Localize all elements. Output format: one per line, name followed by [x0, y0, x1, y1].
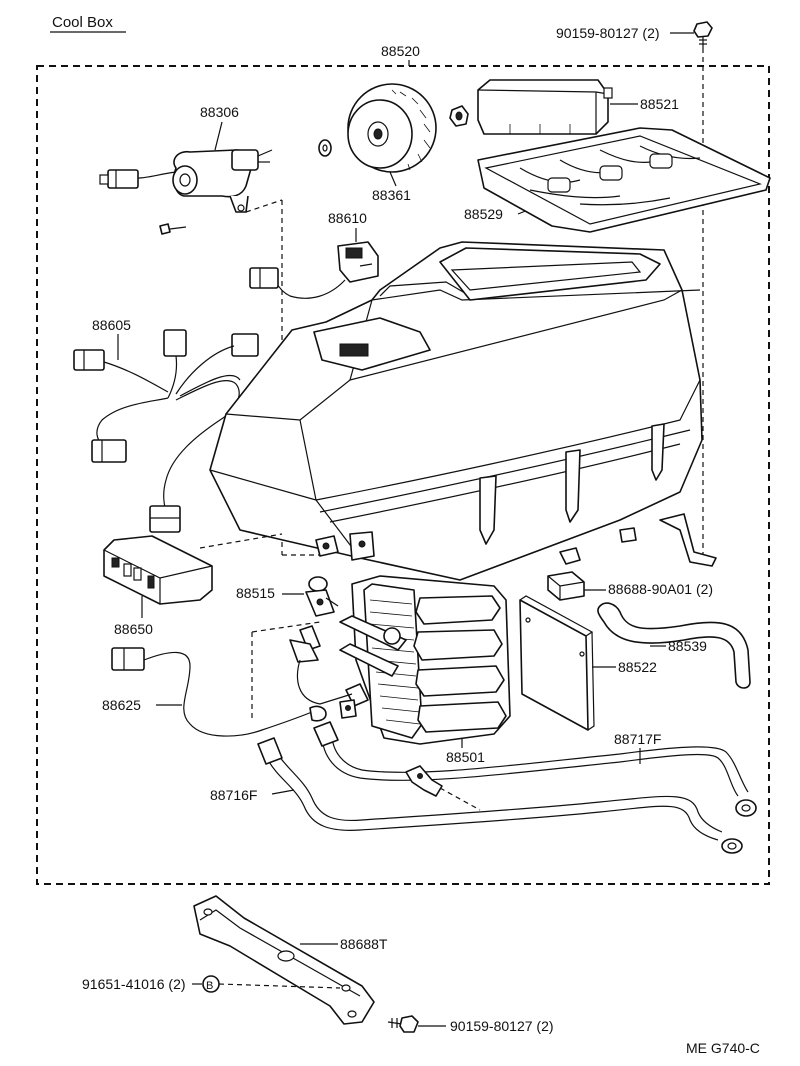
label-91651: 91651-41016 (2) — [82, 976, 186, 992]
pipe-fitting-icon — [339, 699, 357, 719]
guide-line-88306-a — [245, 199, 283, 213]
refrigerant-pipe-88716F — [257, 737, 743, 854]
label-88688-90A01: 88688-90A01 (2) — [608, 581, 713, 597]
screw-icon-bottom — [387, 1015, 419, 1033]
amplifier-88650 — [103, 535, 213, 605]
leader-88716F — [271, 789, 295, 795]
blower-fan-88361 — [347, 83, 437, 173]
label-88515: 88515 — [236, 585, 275, 601]
expansion-valve-88515 — [289, 576, 339, 663]
screw-icon-top — [693, 21, 713, 48]
label-88361: 88361 — [372, 187, 411, 203]
pipe-clamp-icon — [405, 765, 443, 797]
label-88688T: 88688T — [340, 936, 388, 952]
switch-88610 — [249, 241, 379, 299]
filter-tray-88529 — [477, 127, 771, 233]
refrigerant-pipe-88717F — [313, 721, 757, 817]
drain-hose-88539 — [597, 602, 751, 689]
bracket-88688T — [193, 895, 375, 1025]
guide-line-91651 — [218, 983, 341, 989]
label-90159-bottom: 90159-80127 (2) — [450, 1018, 554, 1034]
control-unit-88521 — [477, 79, 613, 135]
label-88650: 88650 — [114, 621, 153, 637]
guide-line-clamp — [439, 787, 481, 811]
cover-plate-88522 — [519, 595, 595, 731]
label-88717F: 88717F — [614, 731, 661, 747]
leader-88306 — [214, 121, 223, 151]
label-88501: 88501 — [446, 749, 485, 765]
leader-88361 — [389, 171, 397, 187]
label-88522: 88522 — [618, 659, 657, 675]
label-90159-top: 90159-80127 (2) — [556, 25, 660, 41]
marker-b-label: B — [206, 980, 213, 992]
wire-harness-88605 — [73, 329, 259, 533]
assembly-frame — [36, 65, 770, 885]
label-88539: 88539 — [668, 638, 707, 654]
clip-88688-90A01 — [547, 571, 585, 601]
label-88625: 88625 — [102, 697, 141, 713]
evaporator-core-88501 — [296, 575, 511, 745]
guide-line-88625-a — [251, 621, 321, 633]
diagram-code: ME G740-C — [686, 1040, 760, 1056]
cool-box-housing — [209, 241, 717, 581]
nut-icon — [449, 105, 469, 127]
label-88716F: 88716F — [210, 787, 257, 803]
washer-icon — [318, 139, 332, 157]
diagram-title: Cool Box — [52, 14, 113, 31]
small-screw-icon — [159, 223, 187, 235]
thermistor-wire-88625 — [111, 647, 327, 737]
label-88605: 88605 — [92, 317, 131, 333]
label-88529: 88529 — [464, 206, 503, 222]
label-88306: 88306 — [200, 104, 239, 120]
label-88520: 88520 — [381, 43, 420, 59]
label-88521: 88521 — [640, 96, 679, 112]
guide-line-housing-left — [199, 533, 283, 549]
motor-actuator-88306 — [99, 149, 273, 213]
label-88610: 88610 — [328, 210, 367, 226]
